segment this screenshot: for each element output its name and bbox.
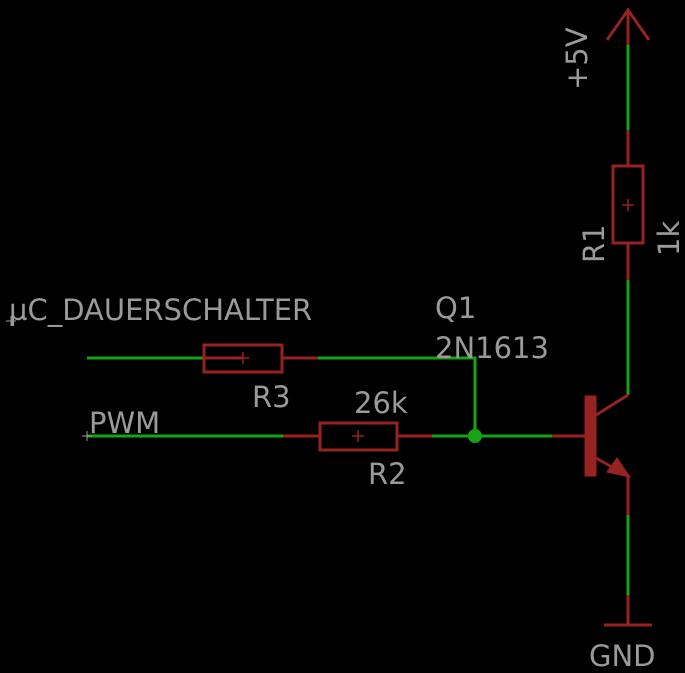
hold-input-origin-cross	[6, 316, 16, 326]
net-labels: µC_DAUERSCHALTER PWM	[6, 293, 312, 441]
pwm-input-label: PWM	[89, 406, 160, 440]
resistor-r3: R3	[202, 343, 318, 414]
r2-value-label: 26k	[354, 386, 408, 420]
r3-name-label: R3	[252, 380, 291, 414]
transistor-q1: Q1 2N1613	[435, 291, 632, 515]
wires	[87, 45, 630, 595]
q1-name-label: Q1	[435, 291, 476, 325]
q1-value-label: 2N1613	[435, 331, 549, 365]
resistor-r1: R1 1k	[577, 130, 685, 280]
wire-r3-to-node	[318, 356, 477, 436]
r1-value-label: 1k	[652, 221, 685, 256]
supply-label: +5V	[560, 27, 594, 90]
ground-label: GND	[589, 639, 656, 673]
r1-name-label: R1	[577, 224, 611, 263]
r2-name-label: R2	[368, 457, 407, 491]
hold-input-label: µC_DAUERSCHALTER	[9, 293, 312, 327]
resistor-r2: 26k R2	[283, 386, 432, 491]
junction-dot	[468, 429, 482, 443]
ground-symbol: GND	[589, 595, 656, 673]
pwm-input-origin-cross	[82, 431, 92, 441]
emitter-arrow-icon	[606, 457, 632, 478]
supply-symbol: +5V	[560, 7, 651, 90]
